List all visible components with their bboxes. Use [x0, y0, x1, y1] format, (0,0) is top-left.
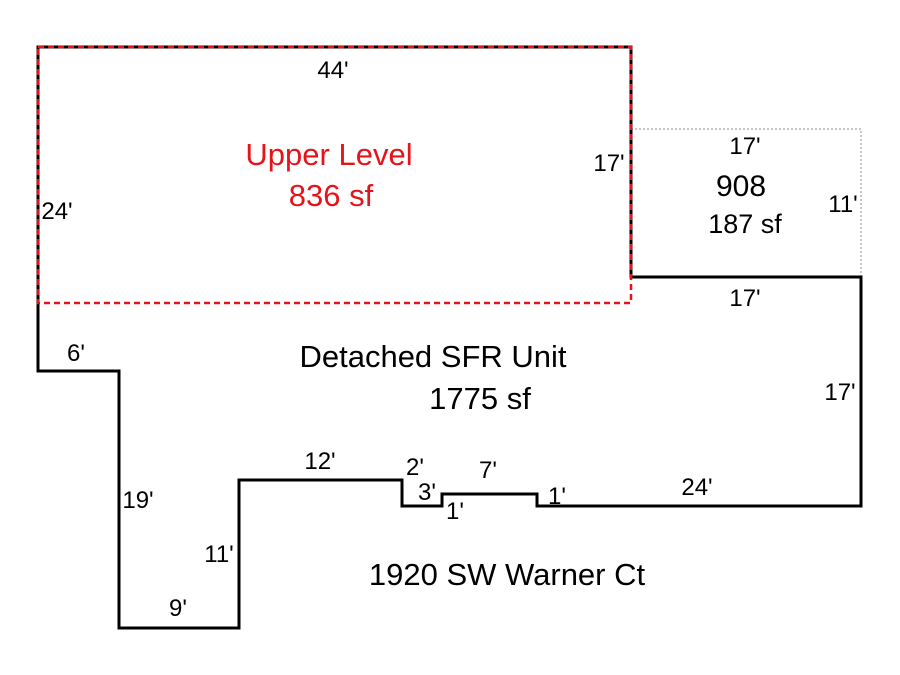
- dim-left-step: 6': [67, 340, 85, 367]
- upper-level-dim-top: 44': [317, 57, 348, 84]
- dim-inner-left: 11': [204, 541, 234, 568]
- dim-notch-top: 12': [304, 448, 335, 475]
- dim-left-lower: 19': [122, 487, 153, 514]
- upper-level-dim-right: 17': [593, 150, 624, 177]
- dim-notch-3: 3': [418, 479, 436, 506]
- area-908-dotted-outline: [631, 128, 862, 277]
- upper-level-name: Upper Level: [245, 137, 412, 172]
- main-unit-area: 1775 sf: [429, 381, 531, 416]
- dim-bottom-right: 24': [681, 474, 712, 501]
- address-label: 1920 SW Warner Ct: [369, 557, 646, 592]
- area-908-area: 187 sf: [708, 209, 782, 239]
- main-unit-name: Detached SFR Unit: [299, 339, 566, 374]
- main-unit-outline: [36, 45, 863, 630]
- dim-notch-7: 7': [479, 457, 497, 484]
- dim-right: 17': [824, 379, 855, 406]
- dim-notch-1b: 1': [548, 483, 566, 510]
- area-908-dim-top: 17': [729, 133, 760, 160]
- dim-bottom-left: 9': [169, 595, 187, 622]
- upper-level-dim-left: 24': [41, 198, 72, 225]
- dim-notch-1a: 1': [446, 498, 464, 525]
- upper-level-area: 836 sf: [289, 178, 374, 213]
- area-908-dim-right: 11': [828, 191, 858, 218]
- area-908-name: 908: [716, 170, 766, 203]
- dim-notch-2: 2': [406, 454, 424, 481]
- dim-top-right: 17': [729, 285, 760, 312]
- upper-level-outline: [36, 45, 633, 305]
